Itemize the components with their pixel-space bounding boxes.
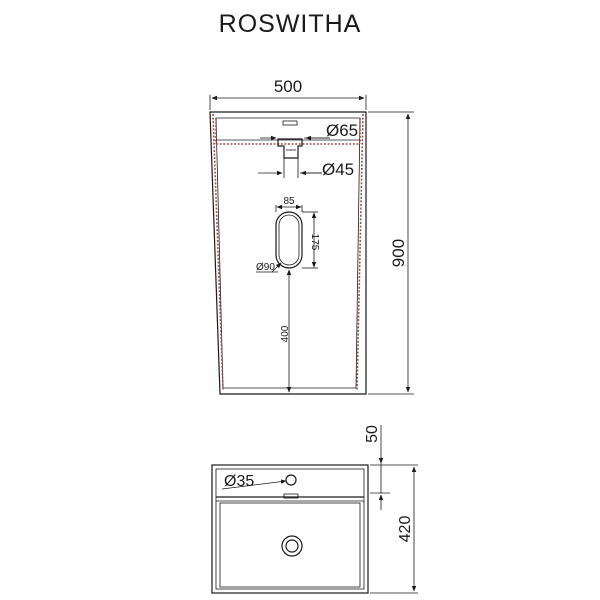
dim-outlet-height-label: 175 (309, 234, 320, 251)
dim-outlet-width-label: 85 (283, 196, 295, 207)
front-view: 500 Ø65 Ø45 85 175 Ø90 400 (209, 77, 414, 395)
dim-drain-pipe-label: Ø45 (322, 160, 354, 179)
top-view: Ø35 50 420 (211, 425, 418, 594)
basin-bowl (219, 502, 361, 588)
dim-drain-top-label: Ø65 (326, 121, 358, 140)
product-title: ROSWITHA (219, 10, 362, 38)
dim-outlet-floor-label: 400 (280, 325, 291, 342)
outlet-opening-inner (278, 214, 300, 266)
dim-outlet-diameter-label: Ø90 (256, 262, 275, 273)
front-body-outline (209, 111, 367, 395)
dim-tap-hole-label: Ø35 (224, 473, 254, 490)
dim-width-label: 500 (274, 77, 302, 96)
outlet-opening (275, 211, 303, 269)
tap-hole (285, 474, 297, 486)
top-drain-inner (285, 539, 299, 553)
overflow-slot (282, 120, 298, 126)
dim-depth-label: 420 (397, 516, 414, 543)
front-body-inner (215, 117, 361, 389)
dim-outlet-dia-arrow (271, 262, 282, 273)
front-wall-section (212, 113, 364, 391)
dim-height-label: 900 (389, 239, 408, 267)
top-view-outline (211, 464, 369, 594)
top-overflow-slot (283, 493, 299, 499)
top-drain-outer (281, 535, 303, 557)
drain-fitting (277, 138, 303, 159)
top-view-inner-outline (215, 468, 365, 590)
dim-tap-hole-leader (221, 479, 287, 490)
dim-rim-depth-label: 50 (364, 425, 381, 443)
